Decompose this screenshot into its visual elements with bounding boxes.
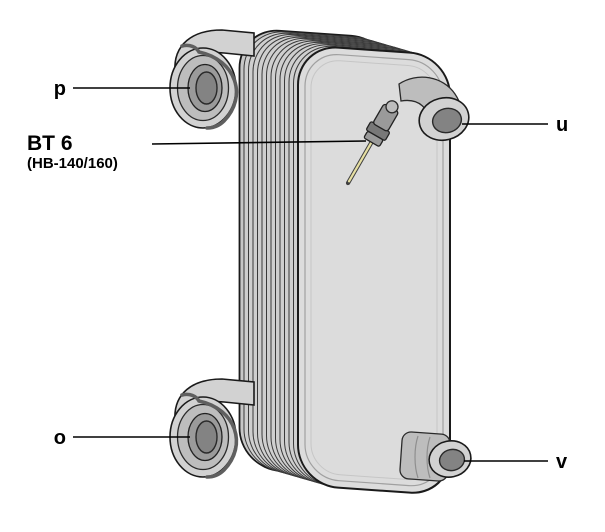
clamp-wire [180, 392, 239, 479]
callout-labels: p BT 6 (HB-140/160) u o v [27, 78, 568, 473]
label-bt6: BT 6 [27, 132, 73, 155]
sensor-bt6 [345, 100, 399, 186]
port-opening [438, 448, 466, 472]
connection-u-port [398, 76, 470, 142]
connection-v-port [399, 431, 472, 482]
thread-line [426, 436, 431, 479]
label-o: o [54, 427, 66, 449]
leader-line-bt6 [151, 140, 367, 145]
label-u: u [556, 114, 568, 136]
thread-line [414, 435, 419, 479]
clamp-wire [180, 43, 239, 130]
port-opening [431, 107, 463, 134]
fitting-opening [195, 420, 218, 454]
callout-leaders [73, 87, 548, 462]
front-plate-edge-line [304, 54, 444, 487]
label-bt6-sub: (HB-140/160) [27, 155, 118, 172]
front-plate-face [297, 46, 451, 494]
connection-p-fitting [169, 29, 255, 130]
front-plate-edge-line-2 [310, 60, 438, 481]
label-p: p [54, 78, 66, 100]
label-v: v [556, 451, 568, 473]
fitting-opening [195, 71, 218, 105]
front-plate [297, 46, 451, 494]
sensor-probe [347, 141, 373, 183]
connection-o-fitting [169, 378, 255, 479]
sensor-cap [385, 100, 399, 114]
